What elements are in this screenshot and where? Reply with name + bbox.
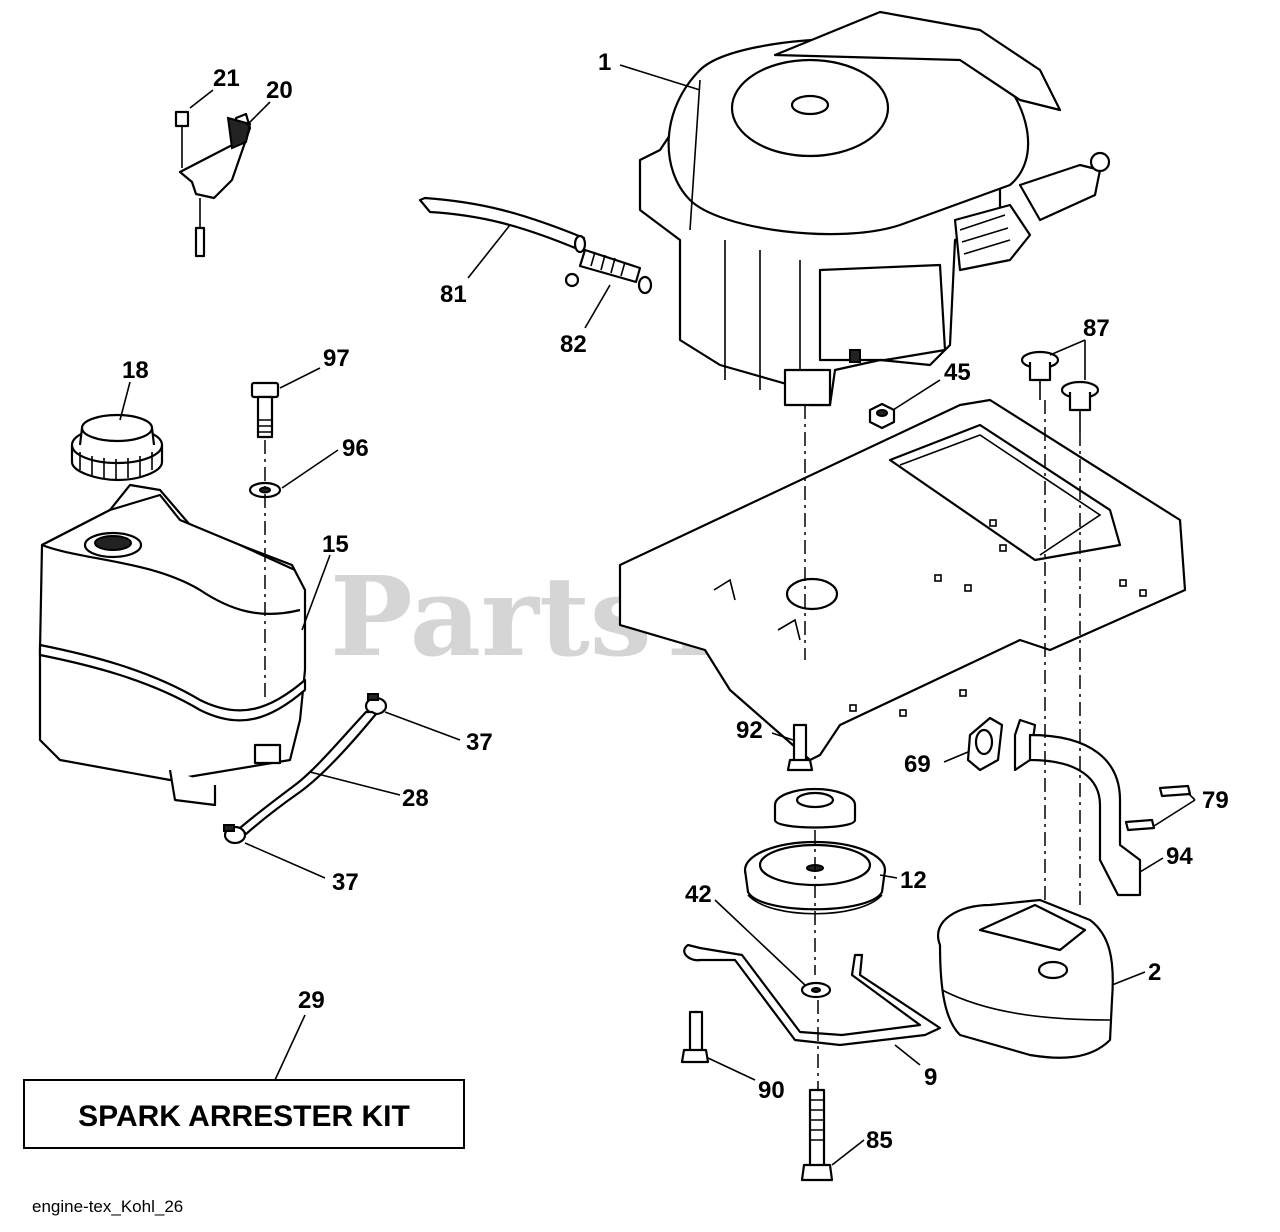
label-82[interactable]: 82	[560, 331, 587, 358]
label-94[interactable]: 94	[1166, 843, 1193, 870]
label-85[interactable]: 85	[866, 1127, 893, 1154]
clamp-37-upper-part[interactable]	[364, 693, 388, 716]
bolts-87-part[interactable]	[1020, 350, 1100, 432]
label-18[interactable]: 18	[122, 357, 149, 384]
muffler-2-part[interactable]	[937, 898, 1114, 1059]
label-15[interactable]: 15	[322, 531, 349, 558]
nut-45-part[interactable]	[868, 402, 896, 430]
label-92[interactable]: 92	[736, 717, 763, 744]
fuel-line-part[interactable]	[418, 196, 587, 254]
label-79[interactable]: 79	[1202, 787, 1229, 814]
label-37-upper[interactable]: 37	[466, 729, 493, 756]
label-87[interactable]: 87	[1083, 315, 1110, 342]
bracket-9-part[interactable]	[683, 943, 942, 1047]
fuel-tank-part[interactable]	[38, 483, 307, 807]
label-45[interactable]: 45	[944, 359, 971, 386]
alignment-lines	[264, 400, 1081, 1090]
washer-42-part[interactable]	[800, 981, 832, 999]
bolt-85-part[interactable]	[800, 1088, 834, 1182]
label-37-lower[interactable]: 37	[332, 869, 359, 896]
label-2[interactable]: 2	[1148, 959, 1161, 986]
leader-lines	[119, 64, 1196, 1166]
label-28[interactable]: 28	[402, 785, 429, 812]
label-20[interactable]: 20	[266, 77, 293, 104]
engine-part[interactable]	[638, 10, 1111, 407]
bolt-90-part[interactable]	[680, 1010, 710, 1064]
label-1[interactable]: 1	[598, 49, 611, 76]
bolt-92-part[interactable]	[786, 723, 814, 772]
label-12[interactable]: 12	[900, 867, 927, 894]
label-29[interactable]: 29	[298, 987, 325, 1014]
spark-arrester-kit[interactable]: SPARK ARRESTER KIT	[23, 1079, 465, 1149]
label-69[interactable]: 69	[904, 751, 931, 778]
label-9[interactable]: 9	[924, 1064, 937, 1091]
bolt-97-part[interactable]	[250, 381, 280, 439]
label-81[interactable]: 81	[440, 281, 467, 308]
fuel-cap-part[interactable]	[70, 413, 164, 482]
part-labels: 1 21 20 81 82 18 97 96 15 87 45 37 28 37…	[122, 49, 1229, 1154]
frame-part[interactable]	[618, 398, 1187, 762]
fuel-filter-part[interactable]	[564, 248, 653, 295]
exhaust-pipe-94-part[interactable]	[1013, 718, 1142, 897]
spark-arrester-kit-label: SPARK ARRESTER KIT	[78, 1100, 410, 1133]
gasket-69-part[interactable]	[966, 716, 1004, 772]
clamp-37-lower-part[interactable]	[223, 824, 247, 845]
label-90[interactable]: 90	[758, 1077, 785, 1104]
diagram-caption: engine-tex_Kohl_26	[32, 1197, 183, 1216]
throttle-bracket-part[interactable]	[174, 110, 252, 258]
label-42[interactable]: 42	[685, 881, 712, 908]
label-21[interactable]: 21	[213, 65, 240, 92]
label-96[interactable]: 96	[342, 435, 369, 462]
label-97[interactable]: 97	[323, 345, 350, 372]
